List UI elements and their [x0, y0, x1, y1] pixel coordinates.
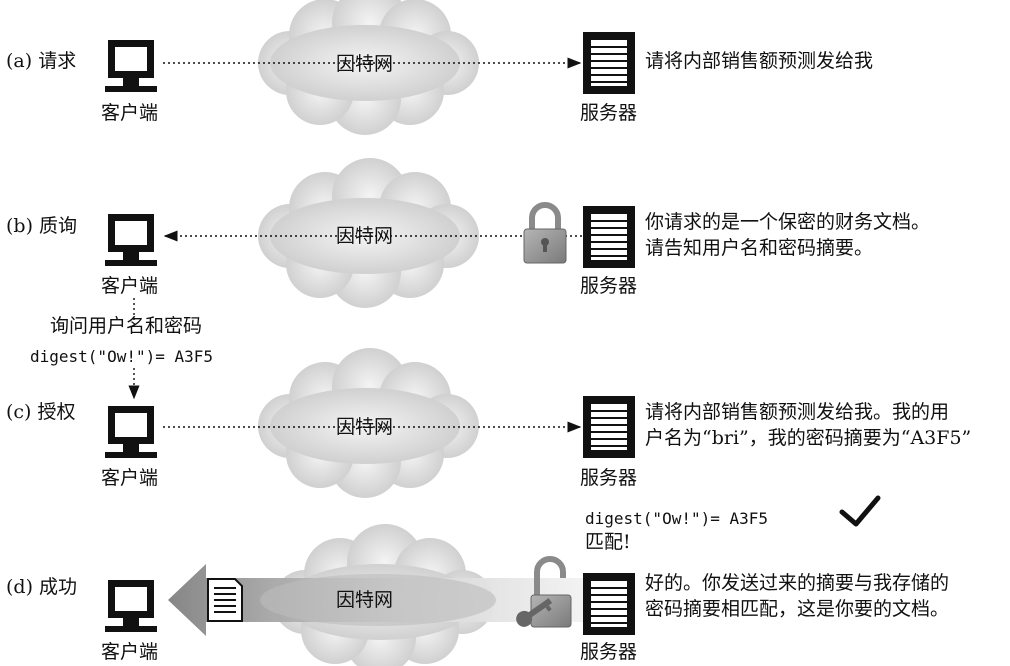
network-label: 因特网	[336, 416, 394, 438]
server-label: 服务器	[580, 467, 638, 489]
client-label: 客户端	[101, 275, 159, 297]
server-label: 服务器	[580, 641, 638, 663]
computer-icon	[105, 40, 157, 92]
client-digest-label: digest("Ow!")= A3F5	[30, 347, 214, 366]
authorization-message-line1: 请将内部销售额预测发给我。我的用	[645, 401, 950, 423]
success-message-line2: 密码摘要相匹配，这是你要的文档。	[645, 598, 950, 620]
server-digest-label: digest("Ow!")= A3F5	[585, 509, 769, 528]
client-label: 客户端	[101, 102, 159, 124]
padlock-open-icon	[530, 556, 572, 628]
cloud-band	[260, 574, 496, 626]
computer-icon	[105, 214, 157, 266]
server-tower-icon	[582, 31, 636, 95]
success-message-line1: 好的。你发送过来的摘要与我存储的	[645, 572, 950, 594]
server-tower-icon	[582, 395, 636, 459]
computer-icon	[105, 406, 157, 458]
computer-icon	[105, 580, 157, 632]
server-tower-icon	[582, 205, 636, 269]
request-message: 请将内部销售额预测发给我	[645, 50, 874, 72]
server-tower-icon	[582, 572, 636, 636]
authorization-message-line2: 户名为“bri”，我的密码摘要为“A3F5”	[645, 427, 972, 449]
row-d-label: (d) 成功	[6, 576, 78, 598]
row-b-label: (b) 质询	[6, 215, 78, 237]
challenge-message-line2: 请告知用户名和密码摘要。	[645, 237, 874, 259]
client-label: 客户端	[101, 467, 159, 489]
checkmark-icon	[839, 495, 881, 527]
match-label: 匹配!	[585, 531, 631, 553]
challenge-message-line1: 你请求的是一个保密的财务文档。	[645, 211, 931, 233]
key-icon	[516, 598, 553, 627]
document-icon	[207, 578, 243, 622]
ask-credentials-label: 询问用户名和密码	[50, 315, 203, 337]
row-a-label: (a) 请求	[6, 50, 77, 72]
padlock-closed-icon	[523, 202, 567, 264]
server-label: 服务器	[580, 102, 638, 124]
client-label: 客户端	[101, 641, 159, 663]
network-label: 因特网	[336, 589, 394, 611]
network-label: 因特网	[336, 53, 394, 75]
server-label: 服务器	[580, 275, 638, 297]
row-c-label: (c) 授权	[6, 401, 76, 423]
network-label: 因特网	[336, 225, 394, 247]
